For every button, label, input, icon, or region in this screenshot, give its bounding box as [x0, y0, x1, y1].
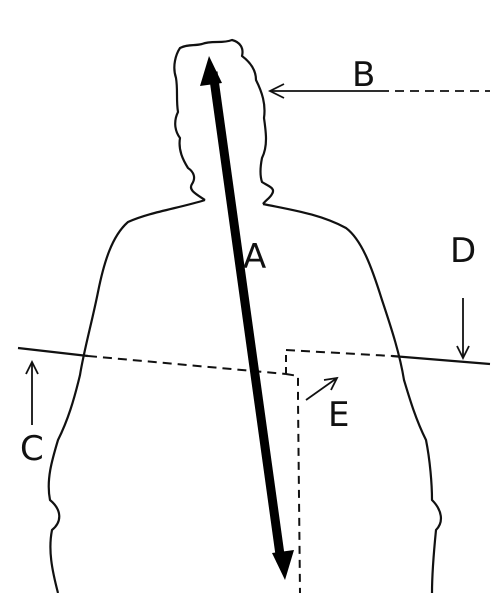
- arrow-a-head-bottom: [272, 550, 294, 580]
- reference-line-right: [392, 356, 490, 364]
- arrow-a-head-top: [200, 56, 222, 86]
- body-outline-right: [263, 204, 441, 593]
- label-a: A: [243, 237, 266, 277]
- arrow-a-shaft: [213, 72, 281, 562]
- label-e: E: [328, 395, 349, 435]
- body-outline: [49, 200, 205, 593]
- reference-line-left: [18, 348, 88, 356]
- label-d: D: [450, 231, 476, 271]
- reference-line-upper-dashed: [286, 350, 392, 356]
- label-b: B: [352, 55, 375, 95]
- label-c: C: [20, 429, 44, 469]
